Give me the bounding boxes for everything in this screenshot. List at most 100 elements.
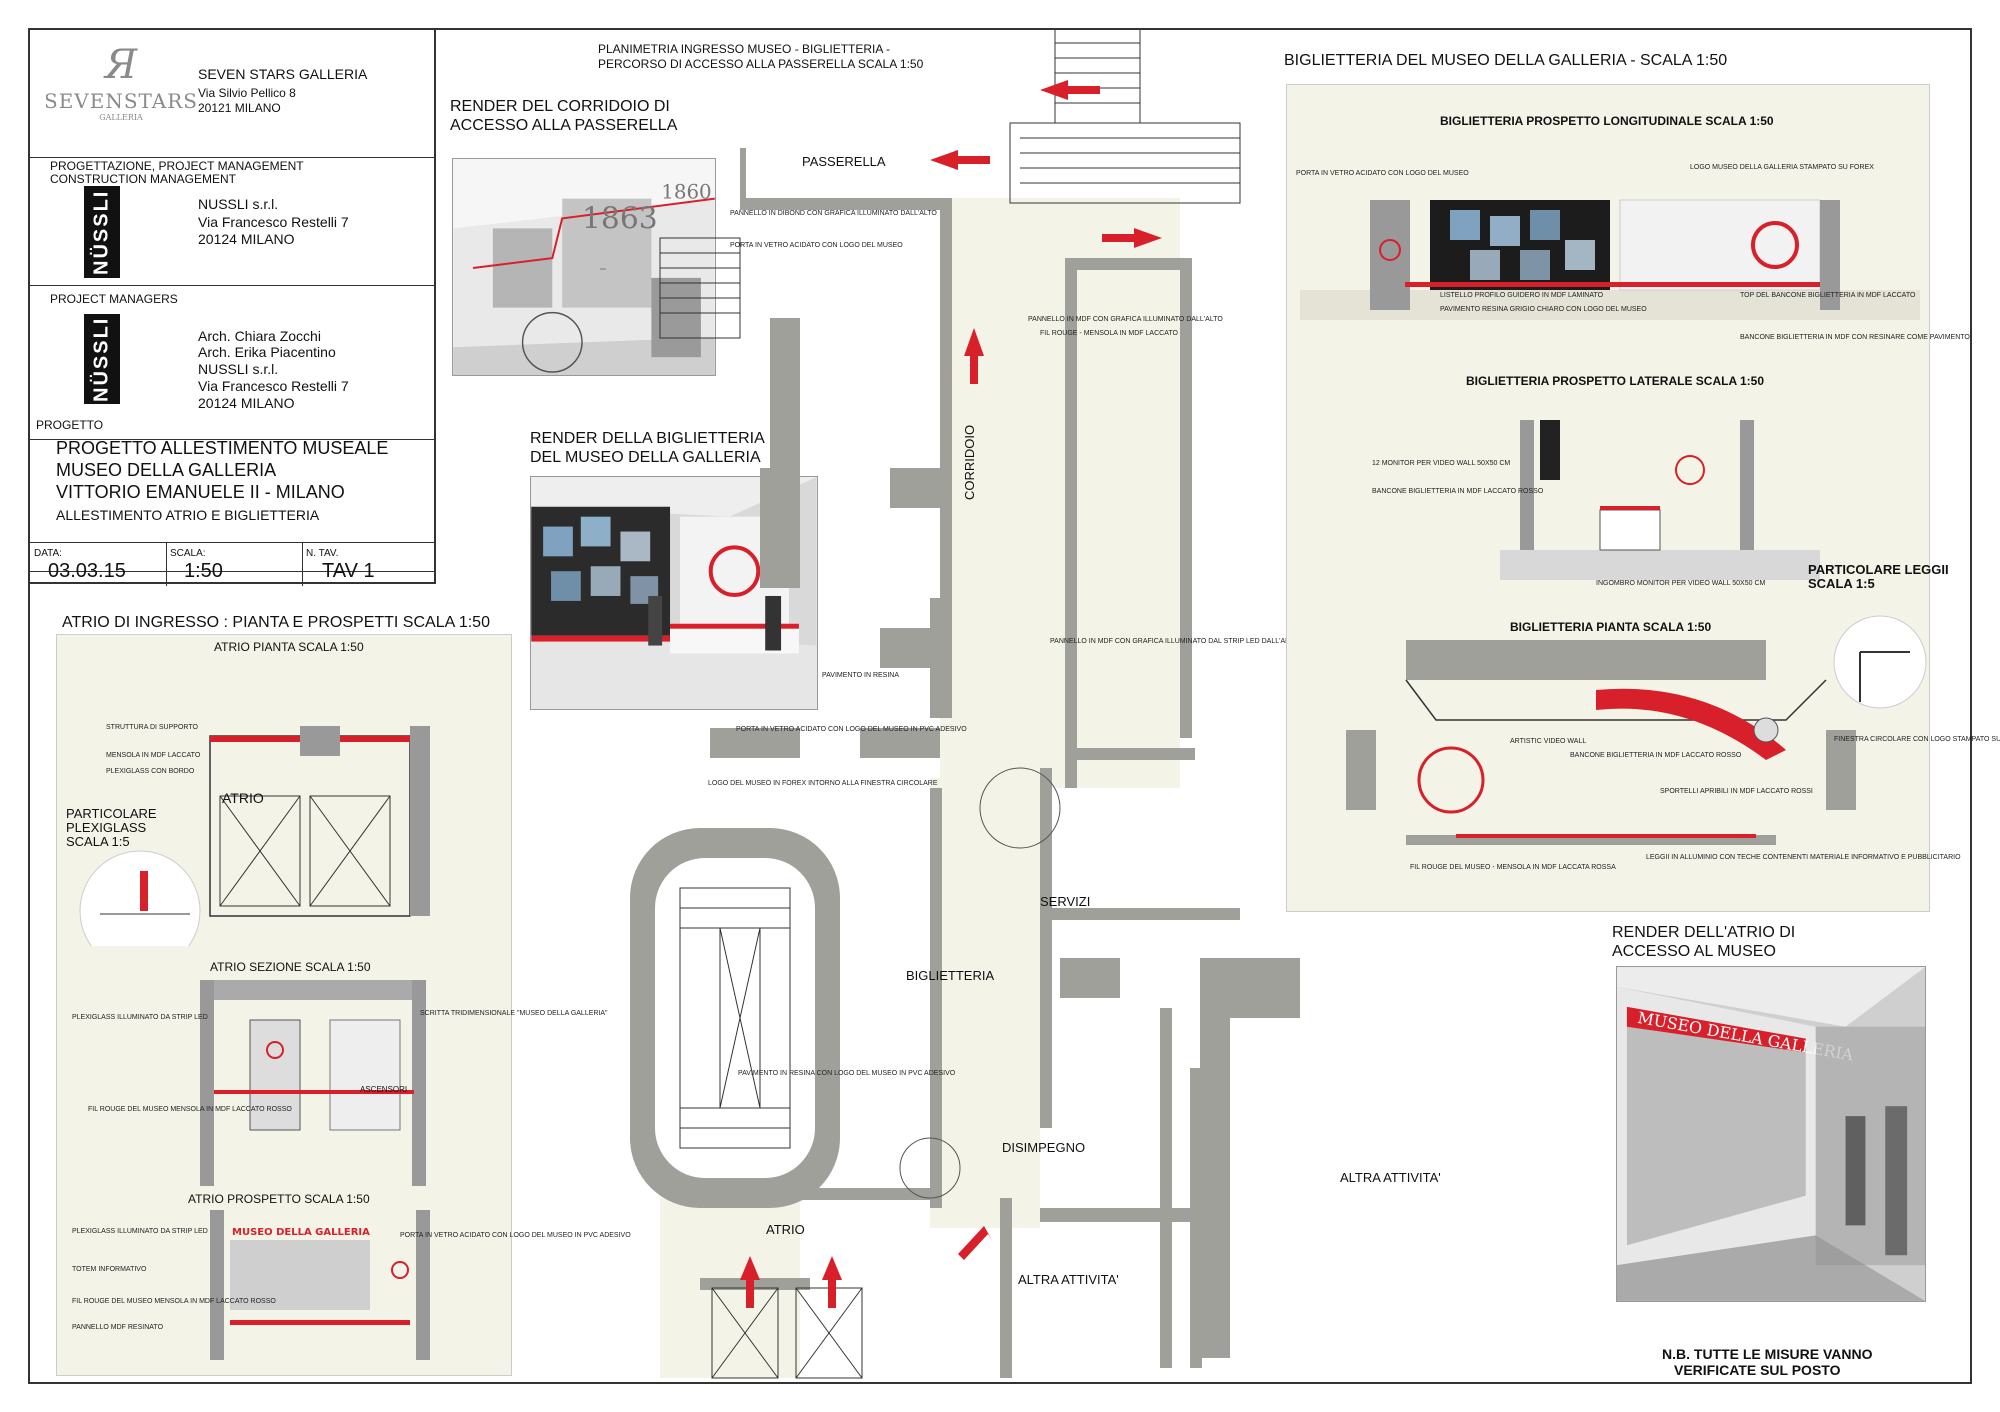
manager-address-1: Via Francesco Restelli 7	[198, 378, 349, 394]
room-label-atrio-plan: ATRIO	[222, 790, 264, 806]
note-bigl-18: FINESTRA CIRCOLARE CON LOGO STAMPATO SU …	[1834, 736, 2000, 743]
note-plan-8: LOGO DEL MUSEO IN FOREX INTORNO ALLA FIN…	[708, 780, 938, 787]
plan-title-1: PLANIMETRIA INGRESSO MUSEO - BIGLIETTERI…	[598, 42, 891, 56]
date-label: DATA:	[34, 548, 62, 559]
bigl-long-title: BIGLIETTERIA PROSPETTO LONGITUDINALE SCA…	[1440, 114, 1774, 128]
note-atrio-14: SCRITTA TRIDIMENSIONALE "MUSEO DELLA GAL…	[420, 1010, 608, 1017]
room-label-corridoio[interactable]: CORRIDOIO	[962, 424, 977, 500]
project-line-1: PROGETTO ALLESTIMENTO MUSEALE	[56, 438, 389, 458]
pm-address-1: Via Francesco Restelli 7	[198, 214, 349, 230]
note-atrio-12: TOTEM INFORMATIVO	[72, 1266, 147, 1273]
atrio-plan-drawing	[79, 726, 430, 946]
plexi-detail-1: PARTICOLARE	[66, 806, 157, 821]
project-section	[28, 440, 436, 572]
room-label-passerella[interactable]: PASSERELLA	[802, 154, 886, 169]
seven-stars-logo: Я SEVENSTARS GALLERIA	[46, 42, 196, 122]
note-plan-7: PORTA IN VETRO ACIDATO CON LOGO DEL MUSE…	[736, 726, 967, 733]
bigl-plan-title: BIGLIETTERIA PIANTA SCALA 1:50	[1510, 620, 1712, 634]
render-year-1863: 1863	[582, 201, 658, 236]
sheet-value: TAV 1	[322, 560, 375, 582]
company-address-2: 20121 MILANO	[198, 101, 281, 115]
note-bigl-20: FIL ROUGE DEL MUSEO - MENSOLA IN MDF LAC…	[1410, 864, 1616, 871]
nussli-logo-1: NÜSSLI	[84, 186, 120, 278]
note-bigl-27: LOGO MUSEO DELLA GALLERIA STAMPATO SU FO…	[1690, 164, 1874, 171]
render-atrio-title-2: ACCESSO AL MUSEO	[1612, 943, 1776, 960]
leggii-detail-circle	[1833, 615, 1927, 709]
note-bigl-25: BANCONE BIGLIETTERIA IN MDF CON RESINARE…	[1740, 334, 1970, 341]
room-label-biglietteria[interactable]: BIGLIETTERIA	[906, 968, 995, 983]
room-label-altra-attivita-2[interactable]: ALTRA ATTIVITA'	[1018, 1272, 1119, 1287]
nb-note-2: VERIFICATE SUL POSTO	[1674, 1362, 1841, 1378]
project-line-2: MUSEO DELLA GALLERIA	[56, 460, 277, 480]
svg-text:GALLERIA: GALLERIA	[99, 113, 143, 122]
render-year-1860: 1860	[661, 181, 711, 204]
biglietteria-title: BIGLIETTERIA DEL MUSEO DELLA GALLERIA - …	[1284, 52, 1728, 69]
room-label-altra-attivita-1[interactable]: ALTRA ATTIVITA'	[1340, 1170, 1441, 1185]
note-atrio-11: FIL ROUGE DEL MUSEO MENSOLA IN MDF LACCA…	[88, 1106, 292, 1113]
note-bigl-28: PORTA IN VETRO ACIDATO CON LOGO DEL MUSE…	[1296, 170, 1469, 177]
note-struttura: STRUTTURA DI SUPPORTO	[106, 724, 198, 731]
note-atrio-11b: FIL ROUGE DEL MUSEO MENSOLA IN MDF LACCA…	[72, 1298, 276, 1305]
note-plan-3: PANNELLO IN MDF CON GRAFICA ILLUMINATO D…	[1028, 316, 1223, 323]
leggii-title-1: PARTICOLARE LEGGII	[1808, 562, 1949, 577]
note-bigl-17: SPORTELLI APRIBILI IN MDF LACCATO ROSSI	[1660, 788, 1813, 795]
note-plan-5: PANNELLO IN MDF CON GRAFICA ILLUMINATO D…	[1050, 638, 1299, 645]
note-plan-1: PANNELLO IN DIBOND CON GRAFICA ILLUMINAT…	[730, 210, 937, 217]
sheet-label: N. TAV.	[306, 548, 339, 559]
pm-address-2: 20124 MILANO	[198, 231, 295, 247]
manager-company: NUSSLI s.r.l.	[198, 361, 279, 377]
svg-text:SEVENSTARS: SEVENSTARS	[46, 89, 196, 113]
room-label-atrio[interactable]: ATRIO	[766, 1222, 805, 1237]
atrio-section-title-small: ATRIO SEZIONE SCALA 1:50	[210, 960, 371, 974]
drawing-frame	[28, 28, 1972, 1384]
atrio-elevation-title: ATRIO PROSPETTO SCALA 1:50	[188, 1192, 370, 1206]
note-mensola: MENSOLA IN MDF LACCATO	[106, 752, 201, 759]
managers-heading: PROJECT MANAGERS	[50, 292, 178, 306]
note-plexiglass: PLEXIGLASS CON BORDO	[106, 768, 195, 775]
render-atrio-image: MUSEO DELLA GALLERIA	[1616, 966, 1926, 1302]
svg-text:Я: Я	[103, 42, 138, 88]
atrio-plan-title: ATRIO PIANTA SCALA 1:50	[214, 640, 364, 654]
manager-1: Arch. Chiara Zocchi	[198, 328, 321, 344]
title-block	[28, 28, 436, 584]
note-atrio-13: PLEXIGLASS ILLUMINATO DA STRIP LED	[72, 1014, 208, 1021]
date-value: 03.03.15	[48, 560, 126, 582]
plexi-detail-2: PLEXIGLASS	[66, 820, 147, 835]
atrio-section-drawing	[200, 980, 426, 1186]
room-label-servizi[interactable]: SERVIZI	[1040, 894, 1091, 909]
room-label-ascensori: ASCENSORI	[360, 1085, 408, 1094]
manager-address-2: 20124 MILANO	[198, 395, 295, 411]
note-bigl-15: ARTISTIC VIDEO WALL	[1510, 738, 1587, 745]
render-ticket-title-1: RENDER DELLA BIGLIETTERIA	[530, 430, 765, 447]
render-atrio-title-1: RENDER DELL'ATRIO DI	[1612, 924, 1796, 941]
project-line-4: ALLESTIMENTO ATRIO E BIGLIETTERIA	[56, 507, 320, 523]
note-atrio-10: PANNELLO MDF RESINATO	[72, 1324, 164, 1331]
bigl-lat-elevation	[1500, 420, 1820, 580]
room-label-disimpegno[interactable]: DISIMPEGNO	[1002, 1140, 1086, 1155]
leggii-title-2: SCALA 1:5	[1808, 576, 1875, 591]
note-bigl-24: PAVIMENTO RESINA GRIGIO CHIARO CON LOGO …	[1440, 306, 1647, 313]
note-plan-2: PORTA IN VETRO ACIDATO CON LOGO DEL MUSE…	[730, 242, 903, 249]
project-heading: PROGETTO	[36, 418, 104, 432]
note-bigl-16: BANCONE BIGLIETTERIA IN MDF LACCATO ROSS…	[1372, 488, 1544, 495]
note-plan-9: PAVIMENTO IN RESINA CON LOGO DEL MUSEO I…	[738, 1070, 956, 1077]
scale-label: SCALA:	[170, 548, 206, 559]
pm-section	[28, 158, 436, 286]
plan-title-2: PERCORSO DI ACCESSO ALLA PASSERELLA SCAL…	[598, 57, 924, 71]
bigl-lat-title: BIGLIETTERIA PROSPETTO LATERALE SCALA 1:…	[1466, 374, 1765, 388]
note-bigl-22: INGOMBRO MONITOR PER VIDEO WALL 50X50 CM	[1596, 580, 1766, 587]
pm-heading-1: PROGETTAZIONE, PROJECT MANAGEMENT	[50, 159, 304, 173]
note-atrio-13b: PLEXIGLASS ILLUMINATO DA STRIP LED	[72, 1228, 208, 1235]
bigl-plan-drawing	[1346, 640, 1856, 845]
nussli-logo-2: NÜSSLI	[84, 314, 120, 404]
plexi-detail-3: SCALA 1:5	[66, 834, 130, 849]
pm-heading-2: CONSTRUCTION MANAGEMENT	[50, 172, 236, 186]
elevation-museo-text: MUSEO DELLA GALLERIA	[232, 1227, 370, 1238]
managers-section	[28, 286, 436, 440]
atrio-elevation-drawing: MUSEO DELLA GALLERIA	[210, 1210, 430, 1360]
atrio-section-title: ATRIO DI INGRESSO : PIANTA E PROSPETTI S…	[62, 614, 490, 631]
render-corridor-title-2: ACCESSO ALLA PASSERELLA	[450, 117, 678, 134]
note-bigl-23: LISTELLO PROFILO GUIDERO IN MDF LAMINATO	[1440, 292, 1604, 299]
note-plan-4: FIL ROUGE - MENSOLA IN MDF LACCATO	[1040, 330, 1178, 337]
render-corridor-title-1: RENDER DEL CORRIDOIO DI	[450, 98, 670, 115]
